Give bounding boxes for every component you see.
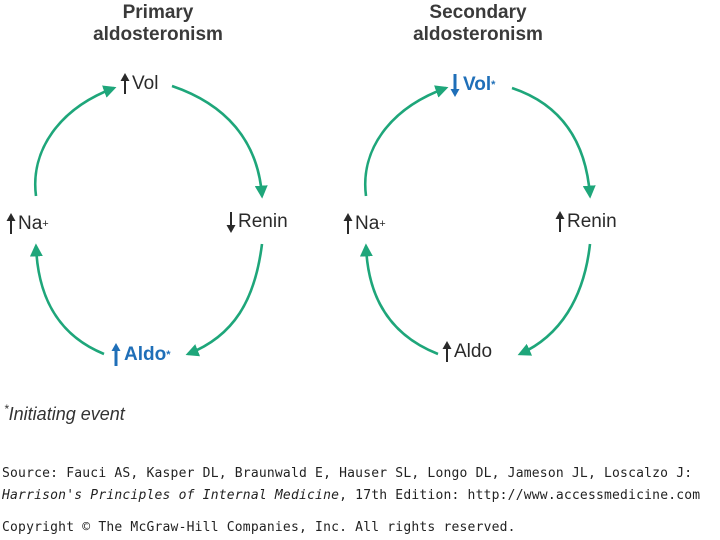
secondary-vol-node: Vol * xyxy=(449,72,495,98)
cycle-arrow xyxy=(185,243,264,357)
title-line-1: Secondary xyxy=(429,2,527,23)
source-url-text: , 17th Edition: http://www.accessmedicin… xyxy=(339,488,701,503)
primary-aldosteronism-title: Primary aldosteronism xyxy=(48,2,268,46)
node-label: Vol xyxy=(463,74,492,95)
secondary-aldo-node: Aldo xyxy=(442,340,492,364)
secondary-na-node: Na + xyxy=(343,212,386,236)
up-arrow-icon xyxy=(6,213,16,234)
primary-renin-node: Renin xyxy=(226,210,288,234)
secondary-renin-node: Renin xyxy=(555,210,617,234)
footnote-text: Initiating event xyxy=(8,404,125,424)
down-arrow-icon xyxy=(450,74,460,97)
cycle-arrow xyxy=(517,243,592,356)
node-label: Na xyxy=(355,213,380,234)
primary-aldo-node: Aldo * xyxy=(110,342,171,368)
footnote-mark: * xyxy=(4,402,9,416)
copyright-notice: Copyright © The McGraw-Hill Companies, I… xyxy=(2,520,516,535)
node-label: Na xyxy=(18,213,43,234)
up-arrow-icon xyxy=(343,213,353,234)
node-label: Vol xyxy=(132,73,159,94)
title-line-2: aldosteronism xyxy=(413,24,543,45)
title-line-2: aldosteronism xyxy=(93,24,223,45)
cycle-arrow xyxy=(511,86,596,199)
cycle-diagram xyxy=(29,84,596,357)
up-arrow-icon xyxy=(442,341,452,362)
node-label: Aldo xyxy=(454,341,493,362)
up-arrow-icon xyxy=(111,343,121,366)
title-line-1: Primary xyxy=(122,2,194,23)
node-label: Renin xyxy=(238,211,288,232)
source-citation-line-2: Harrison's Principles of Internal Medici… xyxy=(2,488,700,503)
secondary-aldosteronism-title: Secondary aldosteronism xyxy=(368,2,588,46)
down-arrow-icon xyxy=(226,212,236,233)
source-citation: Source: Fauci AS, Kasper DL, Braunwald E… xyxy=(2,466,693,481)
cycle-arrow xyxy=(363,85,449,197)
node-mark: + xyxy=(42,218,49,230)
node-label: Aldo xyxy=(124,344,167,365)
up-arrow-icon xyxy=(555,211,565,232)
footnote: *Initiating event xyxy=(4,402,125,425)
node-mark: * xyxy=(166,349,171,361)
primary-na-node: Na + xyxy=(6,212,49,236)
cycle-arrow xyxy=(359,243,439,356)
cycle-arrow xyxy=(171,84,268,199)
book-title: Harrison's Principles of Internal Medici… xyxy=(2,488,340,503)
cycle-arrow xyxy=(29,243,105,356)
node-mark: + xyxy=(379,218,386,230)
node-label: Renin xyxy=(567,211,617,232)
primary-vol-node: Vol xyxy=(120,72,158,96)
node-mark: * xyxy=(491,79,496,91)
up-arrow-icon xyxy=(120,73,130,94)
cycle-arrow xyxy=(33,85,117,197)
